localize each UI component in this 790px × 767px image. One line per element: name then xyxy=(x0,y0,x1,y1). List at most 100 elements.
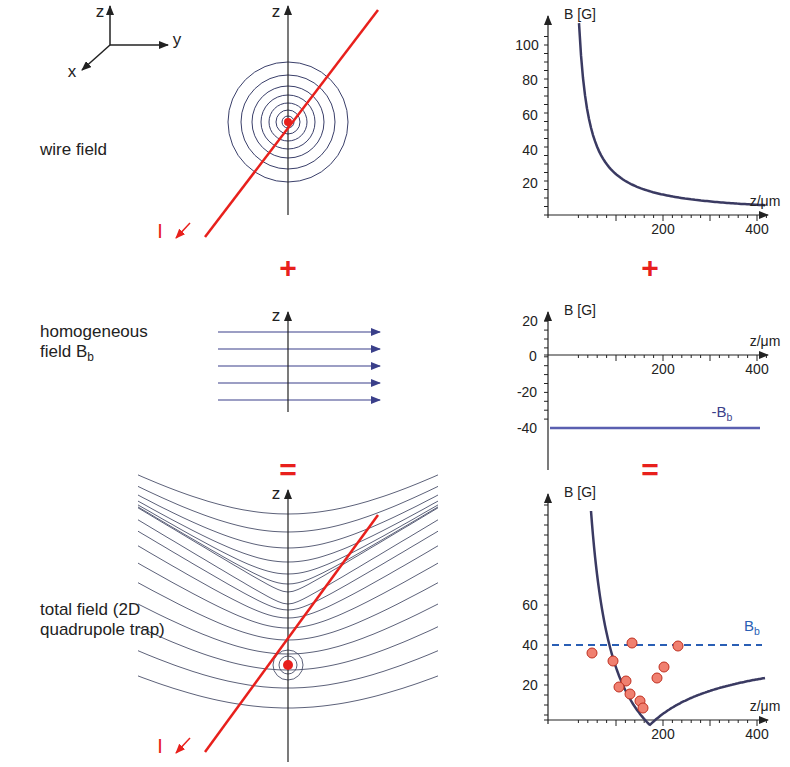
tick xyxy=(544,655,548,656)
subscript: b xyxy=(754,625,760,637)
tick xyxy=(544,715,548,716)
tick xyxy=(663,355,664,361)
tick xyxy=(672,355,673,358)
tick xyxy=(544,79,548,80)
tick xyxy=(710,215,711,221)
tick xyxy=(544,70,548,71)
tick xyxy=(606,720,607,723)
atom xyxy=(673,641,683,651)
tick xyxy=(544,665,548,666)
tick-number: 40 xyxy=(522,142,538,158)
tick xyxy=(634,215,635,218)
atom xyxy=(627,638,637,648)
tick xyxy=(544,155,548,156)
tick xyxy=(544,206,548,207)
tick xyxy=(728,215,729,218)
tick xyxy=(544,356,548,357)
tick xyxy=(544,595,548,596)
tick-number: 200 xyxy=(651,221,674,237)
tick xyxy=(663,720,664,726)
tick xyxy=(597,720,598,723)
tick xyxy=(747,355,748,358)
tick-number: 20 xyxy=(522,175,538,191)
tick xyxy=(544,675,548,676)
wire-field-curve xyxy=(579,23,765,205)
tick xyxy=(587,215,588,218)
total-field-curve xyxy=(591,511,765,725)
tick xyxy=(544,383,548,384)
tick xyxy=(544,505,548,506)
tick xyxy=(766,355,767,358)
tick xyxy=(681,215,682,218)
tick xyxy=(544,96,548,97)
panel-label: total field (2D quadrupole trap) xyxy=(40,600,170,639)
axis-title: B [G] xyxy=(564,6,596,22)
tick xyxy=(747,215,748,218)
plus-sign: + xyxy=(641,251,659,286)
tick xyxy=(544,705,548,706)
tick xyxy=(625,215,626,218)
tick xyxy=(663,215,664,221)
tick-number: 200 xyxy=(651,361,674,377)
tick-number: 0 xyxy=(529,348,537,364)
tick-number: 200 xyxy=(651,726,674,742)
tick xyxy=(578,355,579,358)
atom xyxy=(614,682,624,692)
tick xyxy=(544,130,548,131)
axis-title: z/μm xyxy=(750,698,781,714)
tick xyxy=(544,545,548,546)
tick-number: 400 xyxy=(745,361,768,377)
tick-number: 400 xyxy=(745,726,768,742)
tick xyxy=(544,685,548,686)
atom xyxy=(608,656,618,666)
axis-label: x xyxy=(68,62,77,82)
equals-sign: = xyxy=(641,453,659,488)
tick xyxy=(587,355,588,358)
subscript: b xyxy=(87,349,94,363)
tick xyxy=(544,365,548,366)
field-curve xyxy=(579,23,765,725)
tick-number: 60 xyxy=(522,597,538,613)
atoms xyxy=(587,638,683,713)
panel-label: wire field xyxy=(40,140,107,160)
tick-number: -20 xyxy=(517,384,537,400)
atom xyxy=(587,648,597,658)
tick xyxy=(544,45,548,46)
tick xyxy=(606,355,607,358)
line-label: -Bb xyxy=(712,403,733,422)
tick xyxy=(597,215,598,218)
axis-title: B [G] xyxy=(564,484,596,500)
tick xyxy=(700,720,701,723)
tick xyxy=(681,355,682,358)
tick xyxy=(625,355,626,358)
axis-title: z/μm xyxy=(750,333,781,349)
plus-sign: + xyxy=(279,251,297,286)
tick xyxy=(653,355,654,358)
tick xyxy=(700,355,701,358)
tick xyxy=(578,215,579,218)
tick xyxy=(587,720,588,723)
tick xyxy=(757,215,758,221)
tick-number: 20 xyxy=(522,677,538,693)
tick xyxy=(653,215,654,218)
tick-number: 60 xyxy=(522,107,538,123)
tick xyxy=(544,585,548,586)
tick xyxy=(644,215,645,218)
tick xyxy=(544,419,548,420)
tick xyxy=(757,720,758,726)
tick xyxy=(597,355,598,358)
axis-label: z xyxy=(272,484,281,504)
tick xyxy=(757,355,758,361)
tick xyxy=(644,355,645,358)
tick xyxy=(544,138,548,139)
tick xyxy=(544,330,548,331)
tick xyxy=(728,355,729,358)
tick xyxy=(544,36,548,37)
tick-number: 20 xyxy=(522,313,538,329)
tick xyxy=(544,565,548,566)
tick xyxy=(625,720,626,723)
tick xyxy=(691,215,692,218)
tick xyxy=(544,515,548,516)
tick xyxy=(544,575,548,576)
